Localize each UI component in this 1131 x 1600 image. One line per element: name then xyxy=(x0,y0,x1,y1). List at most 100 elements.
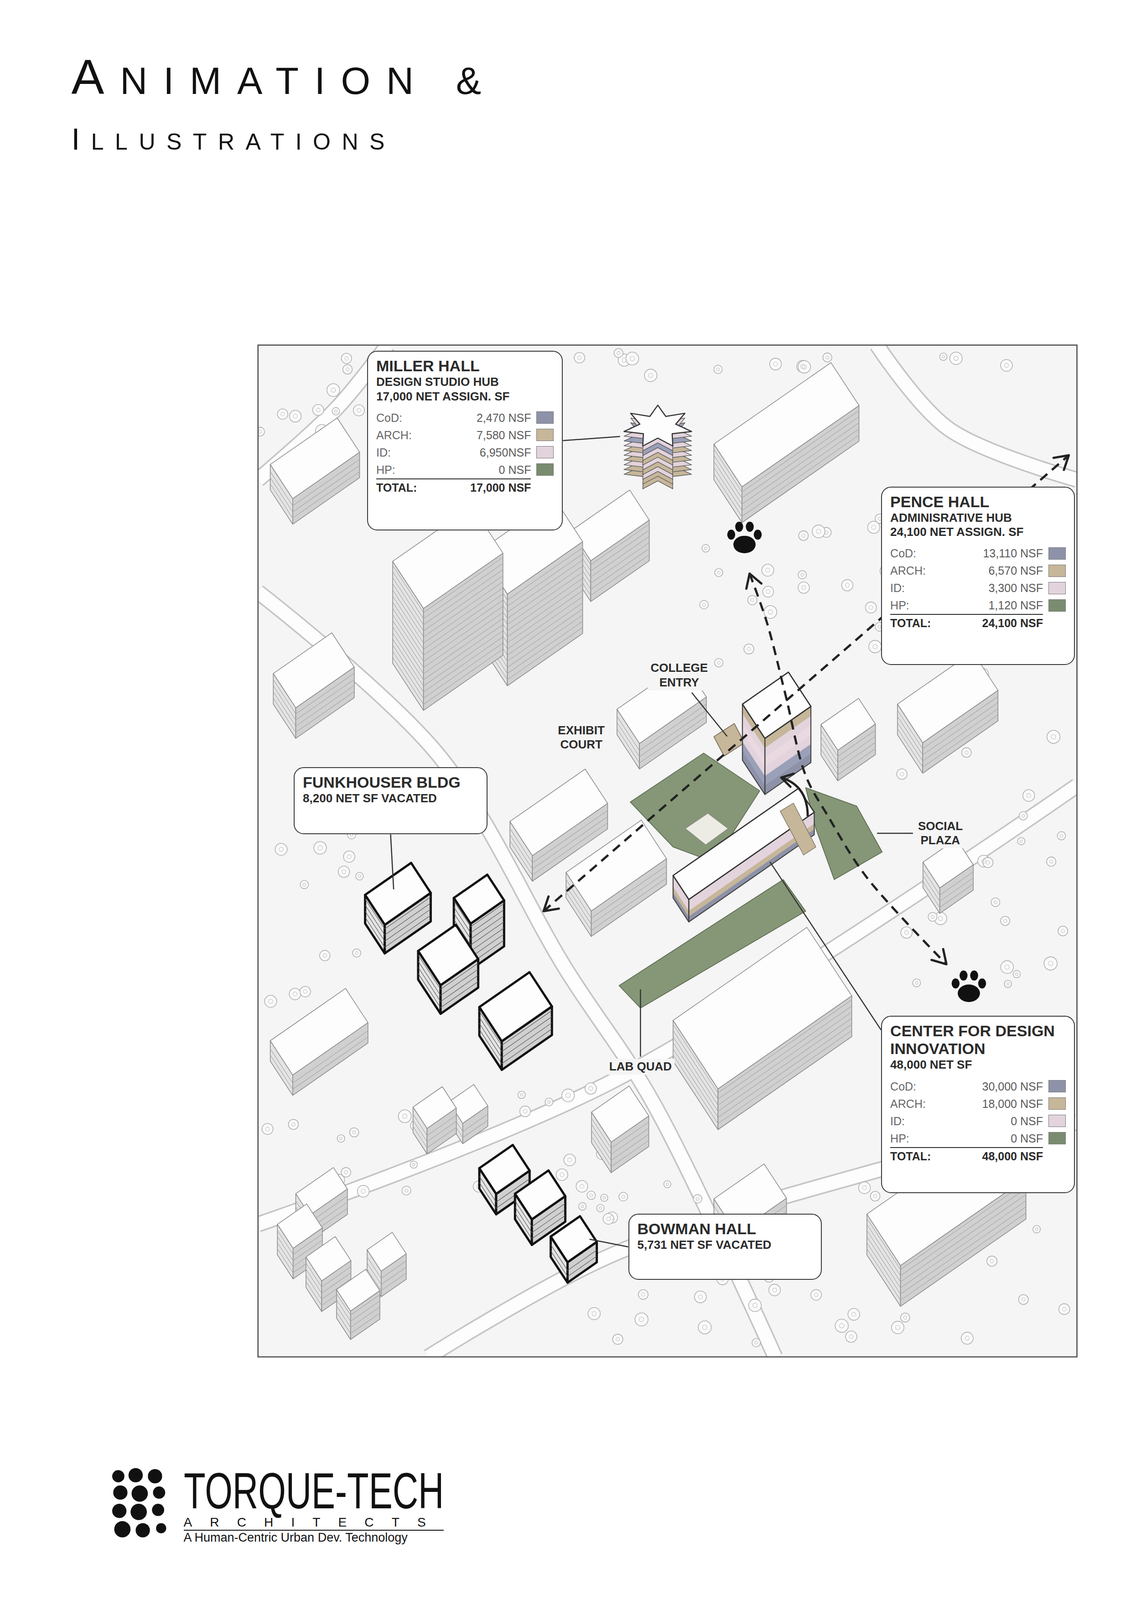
tree-core xyxy=(904,930,909,935)
building-name: PENCE HALL xyxy=(890,492,1066,511)
area-row: HP:0 NSF xyxy=(890,1129,1066,1147)
tree xyxy=(961,1332,974,1344)
building-roof xyxy=(270,417,360,499)
floor-line xyxy=(413,1126,457,1148)
logo-tagline: A Human-Centric Urban Dev. Technology xyxy=(183,1530,408,1545)
tree-core xyxy=(754,1341,758,1344)
tree xyxy=(264,995,277,1007)
tree-core xyxy=(581,1204,584,1208)
tree xyxy=(990,897,1000,907)
tree-core xyxy=(1049,859,1054,863)
area-row: CoD:30,000 NSF xyxy=(890,1077,1066,1095)
tree xyxy=(338,866,350,878)
tree-core xyxy=(695,1197,700,1201)
color-swatch xyxy=(1048,564,1066,577)
tree-core xyxy=(981,858,986,863)
department-label: CoD: xyxy=(890,1078,941,1095)
tree xyxy=(714,658,724,668)
tree xyxy=(1000,359,1013,372)
department-label: CoD: xyxy=(376,409,427,426)
area-value: 0 NSF xyxy=(940,1130,1043,1147)
tree-core xyxy=(915,981,919,985)
tree-core xyxy=(560,1172,565,1177)
color-swatch xyxy=(1048,1131,1066,1145)
tree xyxy=(556,1168,568,1181)
tree xyxy=(699,600,709,609)
tree-core xyxy=(1035,1227,1038,1231)
area-value: 0 NSF xyxy=(940,1112,1043,1130)
tree-core xyxy=(621,1194,625,1199)
trees xyxy=(258,348,1070,1347)
tree xyxy=(845,1330,857,1343)
tree-core xyxy=(602,1196,606,1199)
tree-core xyxy=(993,900,997,904)
tree xyxy=(865,601,877,613)
tree xyxy=(274,843,287,856)
social-plaza-area xyxy=(805,787,883,880)
tree xyxy=(701,544,710,553)
tree xyxy=(401,1186,411,1195)
logo-subname: ARCHITECTS xyxy=(183,1515,444,1531)
tree-core xyxy=(616,1337,620,1341)
tree xyxy=(561,1089,575,1102)
tree xyxy=(986,1255,997,1266)
tree xyxy=(634,1312,649,1326)
paw-icon xyxy=(951,970,987,1002)
tree-core xyxy=(985,860,990,865)
tree xyxy=(300,985,311,997)
road-edge xyxy=(876,345,1077,480)
tree-core xyxy=(617,351,621,355)
tree xyxy=(313,841,327,855)
building-roof xyxy=(306,1236,352,1281)
tree xyxy=(798,581,810,594)
tree-core xyxy=(352,1130,356,1134)
tree-core xyxy=(347,854,352,859)
tree xyxy=(798,530,809,541)
tree-core xyxy=(900,772,904,776)
building-roof xyxy=(273,632,355,708)
department-label: ID: xyxy=(890,579,941,597)
tree-core xyxy=(801,585,806,590)
road xyxy=(876,345,1077,480)
tree-core xyxy=(873,1194,877,1198)
tree xyxy=(289,988,301,1000)
tree xyxy=(663,1180,671,1188)
tree xyxy=(1000,916,1010,926)
tree xyxy=(743,643,754,654)
tree xyxy=(949,352,963,365)
tree-core xyxy=(800,573,804,576)
department-label: TOTAL: xyxy=(890,1146,941,1165)
tree-core xyxy=(1062,1307,1066,1311)
area-row: HP:0 NSF xyxy=(376,461,554,479)
tree-core xyxy=(580,1184,585,1189)
building-roof xyxy=(514,1170,566,1220)
leader-line xyxy=(876,832,914,835)
leader-line xyxy=(691,692,728,737)
area-value: 24,100 NSF xyxy=(940,613,1043,632)
tree xyxy=(867,521,881,534)
floor-line xyxy=(336,1305,380,1328)
area-value: 6,570 NSF xyxy=(940,562,1043,579)
tree-core xyxy=(639,1317,644,1322)
tree-core xyxy=(839,1323,845,1329)
tree xyxy=(613,348,623,358)
tree-core xyxy=(931,915,935,919)
area-value: 0 NSF xyxy=(426,461,531,478)
tree-core xyxy=(1026,793,1031,798)
building-subtitle: ADMINISRATIVE HUB xyxy=(890,510,1066,525)
tree-core xyxy=(702,603,706,607)
department-label: ARCH: xyxy=(890,562,941,579)
tree-core xyxy=(1004,964,1010,970)
building-roof xyxy=(479,971,552,1042)
building-name: BOWMAN HALL xyxy=(637,1219,814,1238)
tree xyxy=(1057,831,1066,840)
building-name: CENTER FOR DESIGN INNOVATION xyxy=(890,1022,1066,1058)
tree-core xyxy=(303,989,307,994)
tree-core xyxy=(622,357,627,363)
area-value: 13,110 NSF xyxy=(940,544,1043,562)
tree xyxy=(342,364,353,374)
area-value: 48,000 NSF xyxy=(940,1146,1043,1165)
leader-line xyxy=(390,834,394,890)
tree xyxy=(544,1097,553,1106)
